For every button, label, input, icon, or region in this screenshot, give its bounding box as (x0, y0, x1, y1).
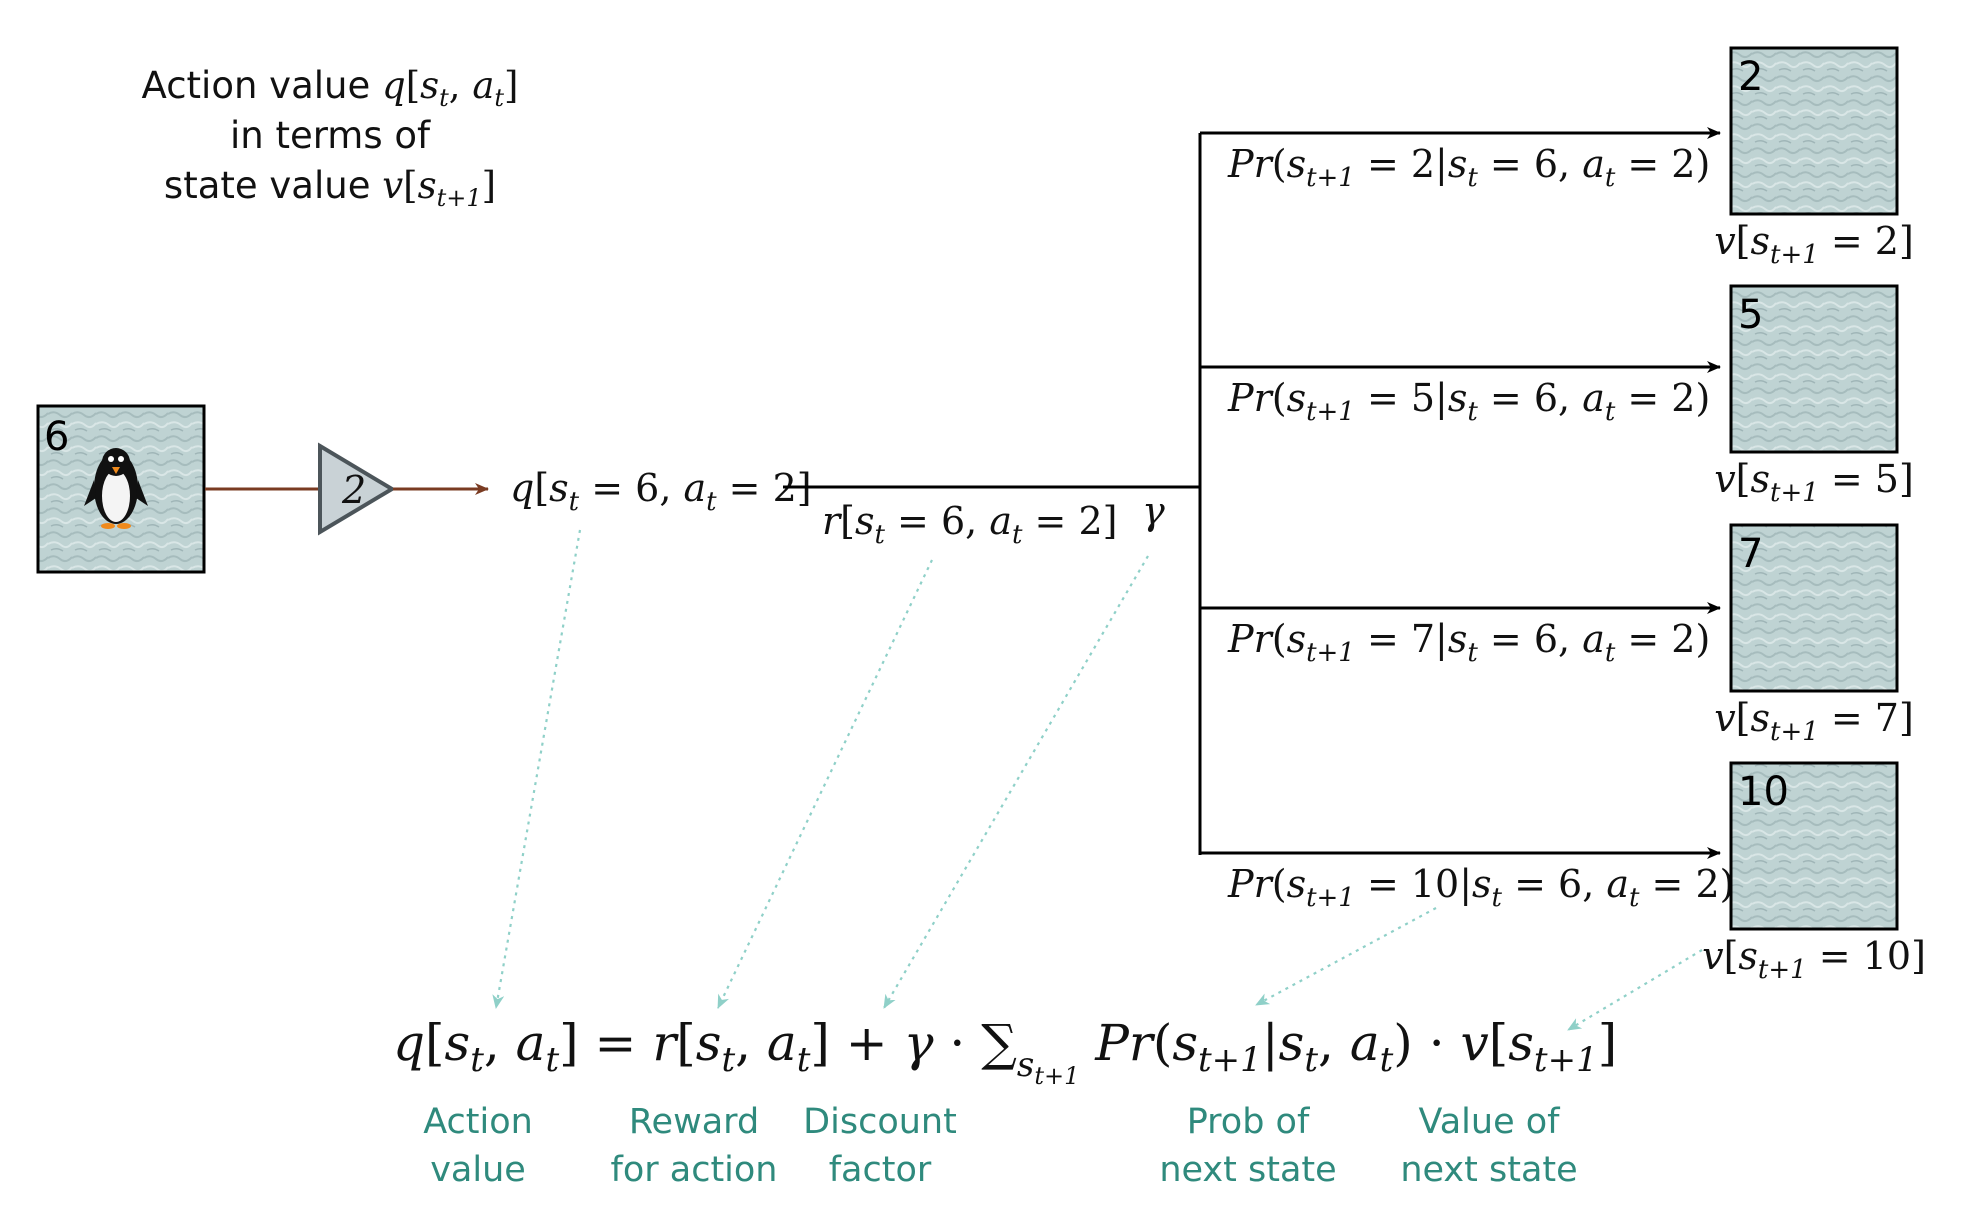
next-state-number: 7 (1738, 531, 1763, 577)
transition-prob-label: Pr(st+1 = 5|st = 6, at = 2) (1227, 376, 1710, 427)
caption-discount-2: factor (829, 1150, 932, 1190)
branches: Pr(st+1 = 2|st = 6, at = 2)2v[st+1 = 2]P… (1200, 46, 1926, 985)
title-line-1: Action value q[st, at] (142, 64, 519, 112)
reward-label: r[st = 6, at = 2] (822, 499, 1117, 550)
next-state-value-label: v[st+1 = 5] (1714, 457, 1914, 508)
caption-discount-1: Discount (803, 1102, 957, 1142)
next-state-tile (1729, 761, 1899, 931)
caption-value-1: Value of (1419, 1102, 1561, 1142)
caption-prob-1: Prob of (1187, 1102, 1310, 1142)
branch-5: Pr(st+1 = 5|st = 6, at = 2) 5 v[st+1 = 5] (1200, 284, 1914, 508)
pointer-reward (717, 559, 933, 1009)
pointer-prob (1255, 907, 1437, 1006)
caption-prob-2: next state (1159, 1150, 1336, 1190)
penguin-icon (84, 448, 148, 529)
next-state-tile (1729, 523, 1899, 693)
branch-2: Pr(st+1 = 2|st = 6, at = 2) 2 v[st+1 = 2] (1200, 46, 1914, 270)
bellman-equation: q[st, at] = r[st, at] + γ · ∑st+1 Pr(st+… (393, 1014, 1617, 1090)
transition-prob-label: Pr(st+1 = 7|st = 6, at = 2) (1227, 617, 1710, 668)
next-state-value-label: v[st+1 = 7] (1714, 696, 1914, 747)
branch-10: Pr(st+1 = 10|st = 6, at = 2) 10 v[st+1 = 1… (1200, 761, 1926, 985)
pointer-arrows (492, 529, 1703, 1031)
next-state-number: 2 (1738, 54, 1763, 100)
next-state-number: 5 (1738, 292, 1763, 338)
pointer-value (1567, 949, 1703, 1031)
next-state-value-label: v[st+1 = 10] (1702, 934, 1926, 985)
start-state-number: 6 (44, 414, 69, 460)
action-triangle: 2 (318, 442, 396, 536)
gamma-label: γ (1142, 489, 1165, 533)
pointer-action-value (492, 529, 582, 1009)
caption-reward-1: Reward (629, 1102, 759, 1142)
captions: Action value Reward for action Discount … (423, 1102, 1577, 1190)
next-state-value-label: v[st+1 = 2] (1714, 219, 1914, 270)
caption-value-2: next state (1400, 1150, 1577, 1190)
start-state-tile: 6 (36, 404, 206, 574)
transition-prob-label: Pr(st+1 = 10|st = 6, at = 2) (1227, 862, 1734, 913)
diagram-title: Action value q[st, at] in terms of state… (142, 64, 519, 212)
next-state-tile (1729, 284, 1899, 454)
caption-reward-2: for action (611, 1150, 778, 1190)
action-label: 2 (341, 468, 366, 512)
pointer-discount (883, 555, 1149, 1009)
q-label: q[st = 6, at = 2] (510, 466, 812, 517)
transition-prob-label: Pr(st+1 = 2|st = 6, at = 2) (1227, 142, 1710, 193)
branch-7: Pr(st+1 = 7|st = 6, at = 2) 7 v[st+1 = 7] (1200, 523, 1914, 747)
title-line-2: in terms of (230, 114, 431, 157)
caption-action-value-2: value (430, 1150, 526, 1190)
next-state-number: 10 (1738, 769, 1789, 815)
title-line-3: state value v[st+1] (164, 164, 496, 212)
next-state-tile (1729, 46, 1899, 216)
caption-action-value-1: Action (423, 1102, 533, 1142)
